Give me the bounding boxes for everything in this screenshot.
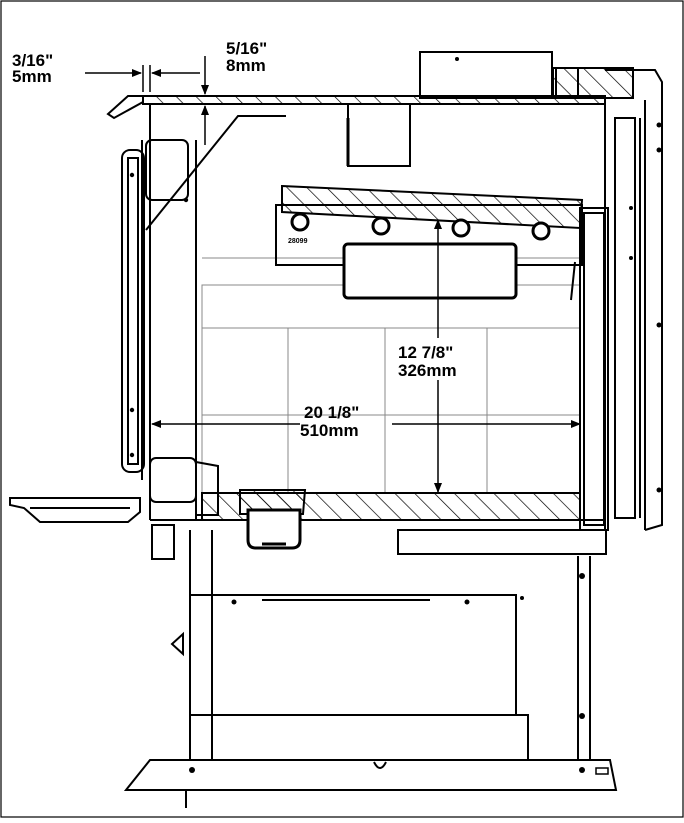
- ash-lip: [9, 497, 141, 523]
- part-number-label: 28099: [288, 238, 308, 245]
- gap-left-imperial-label: 3/16": [12, 51, 54, 70]
- rear-heat-shield: [570, 100, 646, 531]
- gap-right-imperial-label: 5/16": [226, 39, 268, 58]
- depth-metric-label: 510mm: [300, 421, 359, 440]
- dim-top-gaps: [85, 56, 209, 145]
- gap-right-metric-label: 8mm: [226, 56, 266, 75]
- top-plate: [106, 67, 663, 531]
- height-imperial-label: 12 7/8": [398, 343, 454, 362]
- depth-imperial-label: 20 1/8": [304, 403, 360, 422]
- gap-left-metric-label: 5mm: [12, 67, 52, 86]
- door-assembly: [121, 115, 286, 520]
- height-metric-label: 326mm: [398, 361, 457, 380]
- baffle-plate: [275, 184, 584, 300]
- baffle-support: [347, 103, 411, 167]
- air-control: [239, 489, 307, 550]
- air-inlet: [151, 524, 175, 560]
- pedestal: [123, 530, 618, 808]
- ash-channel: [397, 529, 607, 555]
